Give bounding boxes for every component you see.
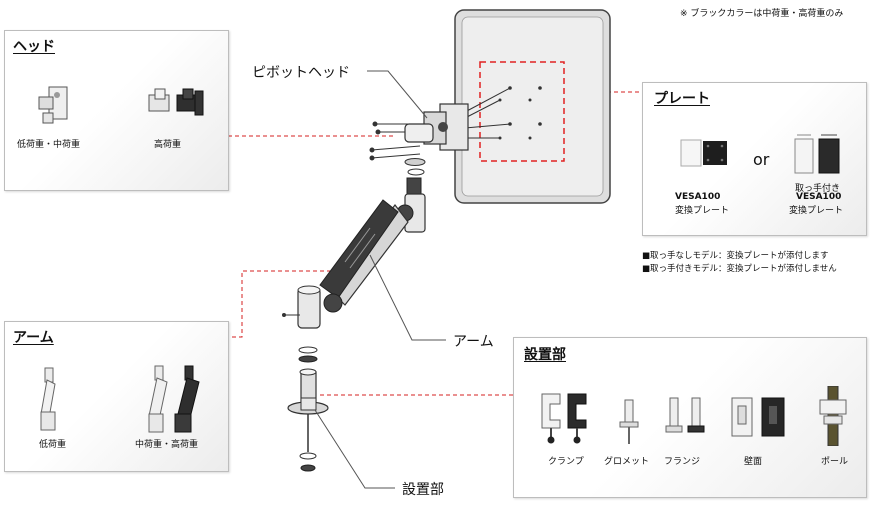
mount-label: 設置部: [402, 482, 444, 498]
mount-base: [287, 346, 329, 472]
arm-panel: アーム 低荷重 中荷重・高荷重: [4, 321, 229, 472]
clamp-image: [541, 393, 587, 444]
head-panel-title: ヘッド: [13, 39, 55, 55]
arm-low-image: [40, 367, 56, 431]
vesa-zone: [479, 61, 565, 162]
screws: [369, 87, 511, 161]
callout-lines: [314, 70, 446, 489]
handle-plate-image: [794, 134, 840, 174]
plate-note-with-handle: ■取っ手付きモデル：変換プレートが添付しません: [642, 264, 837, 274]
handle-plate-line2: VESA100: [796, 192, 842, 202]
grommet-image: [619, 399, 639, 444]
mount-item-clamp: クランプ: [548, 457, 584, 467]
arm-panel-title: アーム: [13, 330, 54, 346]
pivot-head: [404, 103, 469, 176]
head-high-image: [148, 88, 204, 116]
head-panel: ヘッド 低荷重・中荷重 高荷重: [4, 30, 229, 191]
mount-callout-line: [314, 409, 395, 489]
handle-plate-line3: 変換プレート: [789, 206, 844, 216]
head-low-mid-image: [38, 86, 68, 124]
monitor: [454, 9, 611, 204]
mount-item-flange: フランジ: [664, 457, 701, 467]
or-label: or: [753, 150, 770, 169]
pole-mount-image: [819, 386, 847, 446]
arm-callout-line: [369, 254, 446, 341]
arm-leader-line: [232, 270, 330, 338]
mount-panel-title: 設置部: [524, 347, 566, 363]
mount-item-wall: 壁面: [744, 457, 763, 467]
vesa-plate-line2: 変換プレート: [675, 206, 730, 216]
arm-label: アーム: [453, 334, 494, 350]
vesa-plate-line1: VESA100: [675, 192, 721, 202]
arm-item-mid-high: 中荷重・高荷重: [135, 440, 199, 450]
flange-image: [665, 397, 705, 433]
handle-plate-line1: 取っ手付き: [795, 184, 841, 194]
head-item-low-mid: 低荷重・中荷重: [17, 140, 81, 150]
mount-item-grommet: グロメット: [604, 457, 650, 467]
plate-note-no-handle: ■取っ手なしモデル：変換プレートが添付します: [642, 251, 829, 261]
pivot-callout-line: [367, 70, 428, 119]
mount-panel: 設置部 クランプ グロメット フランジ 壁面 ポール: [513, 337, 867, 498]
pivot-head-label: ピボットヘッド: [252, 65, 350, 81]
plate-panel: プレート or VESA100 変換プレート 取っ手付き VESA100 変換プ…: [642, 82, 867, 236]
plate-panel-title: プレート: [654, 91, 710, 107]
arm-item-low: 低荷重: [39, 440, 67, 450]
mount-item-pole: ポール: [821, 457, 849, 467]
wall-mount-image: [731, 397, 785, 437]
arm-assembly: [282, 177, 426, 329]
vesa-plate-image: [680, 139, 727, 167]
black-color-note: ※ ブラックカラーは中荷重・高荷重のみ: [680, 9, 844, 19]
head-item-high: 高荷重: [154, 140, 182, 150]
arm-mid-high-image: [148, 365, 200, 433]
